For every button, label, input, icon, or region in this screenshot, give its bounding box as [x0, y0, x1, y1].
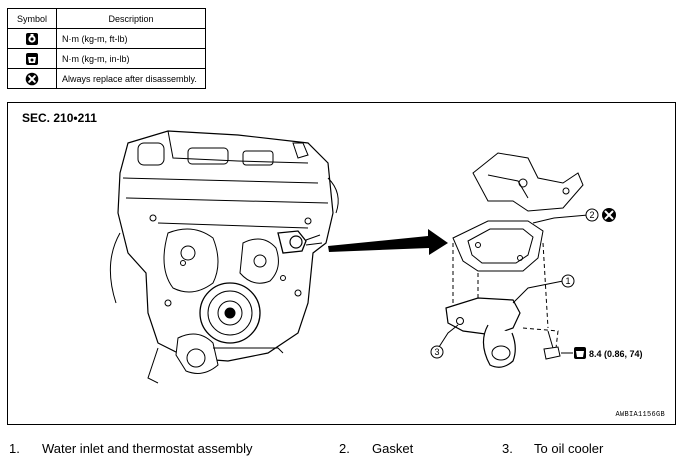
torque-in-lb-icon — [574, 347, 586, 359]
section-reference: SEC. 210•211 — [22, 111, 97, 125]
part-3-label: To oil cooler — [534, 441, 604, 456]
always-replace-icon — [25, 72, 39, 85]
torque-spec: 8.4 (0.86, 74) — [589, 349, 643, 359]
part-2-label: Gasket — [372, 441, 414, 456]
legend-row-2-text: N·m (kg-m, in-lb) — [56, 48, 206, 69]
exploded-parts — [445, 152, 584, 368]
parts-list: 1. Water inlet and thermostat assembly 2… — [0, 441, 686, 461]
part-1-label: Water inlet and thermostat assembly — [42, 441, 253, 456]
engine-illustration — [109, 130, 339, 384]
engine-exploded-diagram: 2 1 3 8.4 (0.86, 74) — [109, 130, 643, 384]
torque-ft-lb-icon — [26, 32, 38, 45]
callout-1: 1 — [565, 276, 570, 286]
direction-arrow — [328, 229, 448, 255]
image-code: AWBIA1156GB — [615, 411, 665, 419]
legend-row-3-text: Always replace after disassembly. — [56, 68, 206, 89]
callout-2: 2 — [589, 210, 594, 220]
exploded-view-frame: SEC. 210•211 — [7, 102, 676, 425]
symbol-legend-table: Symbol Description N·m (kg-m, ft-lb) N·m… — [7, 8, 206, 89]
callout-3: 3 — [434, 347, 439, 357]
part-3-number: 3. — [502, 441, 513, 456]
legend-header-symbol: Symbol — [7, 8, 57, 29]
always-replace-icon — [602, 208, 616, 222]
legend-header-description: Description — [56, 8, 206, 29]
torque-in-lb-icon — [26, 52, 38, 65]
legend-row-1-text: N·m (kg-m, ft-lb) — [56, 28, 206, 49]
part-1-number: 1. — [9, 441, 20, 456]
part-2-number: 2. — [339, 441, 350, 456]
callout-leaders — [438, 214, 589, 348]
